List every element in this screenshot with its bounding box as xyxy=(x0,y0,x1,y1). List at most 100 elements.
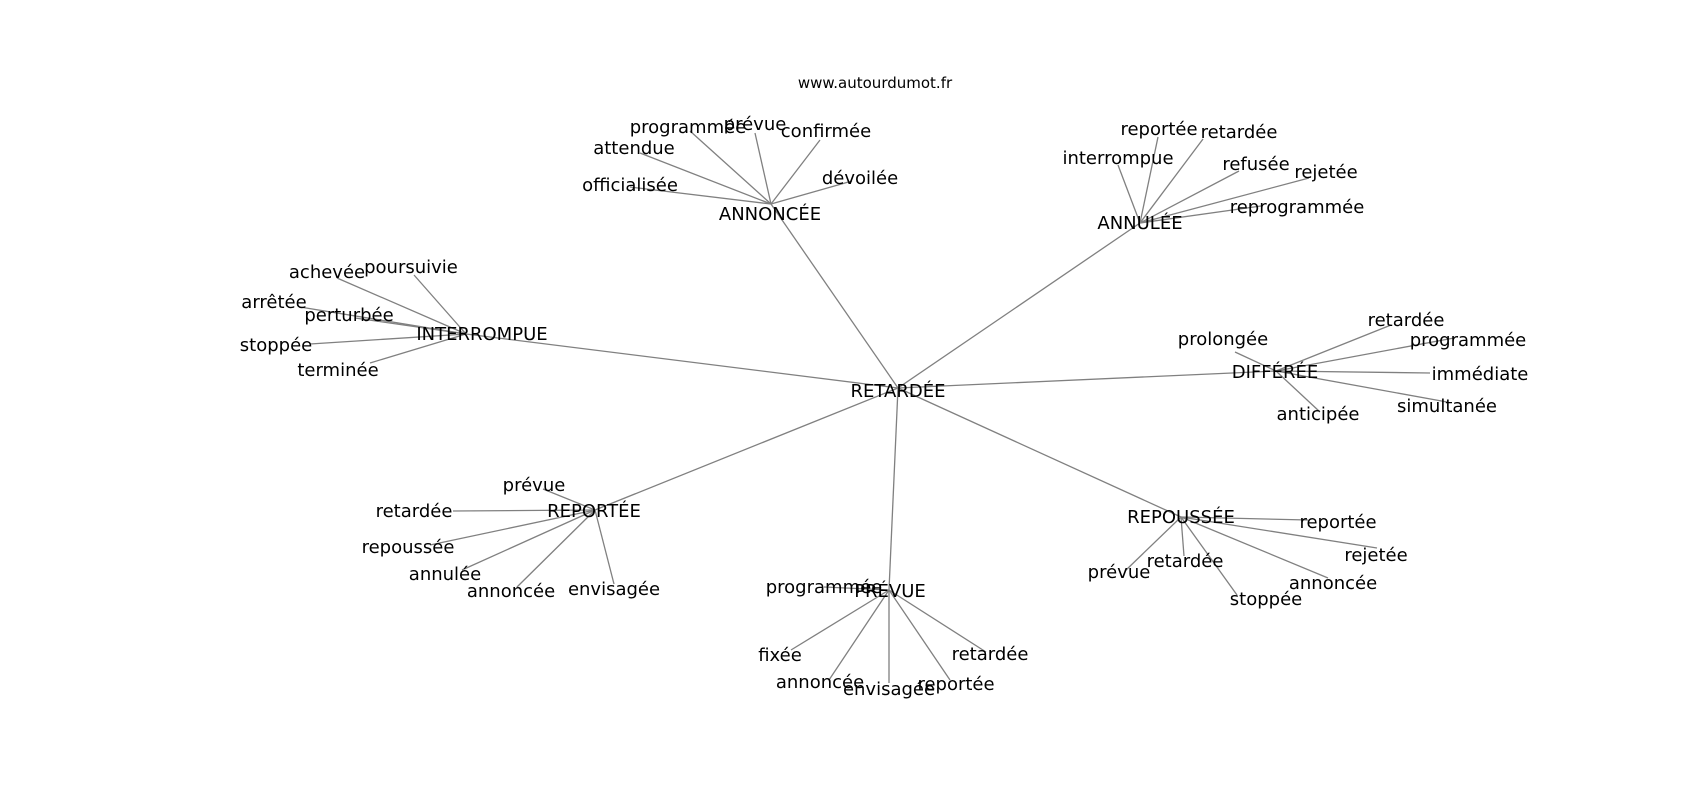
word-node-interrompue-perturbee[interactable]: perturbée xyxy=(304,305,393,326)
edge-interrompue-stoppee xyxy=(309,333,467,345)
edge-reportee-annoncee xyxy=(516,509,596,588)
edge-annoncee-officialisee xyxy=(629,186,772,205)
word-node-annoncee-devoilee[interactable]: dévoilée xyxy=(822,168,898,189)
edge-reportee-prevue xyxy=(542,488,596,511)
edge-annulee-refusee xyxy=(1139,170,1240,224)
edge-reportee-annulee xyxy=(461,509,596,571)
edge-annoncee-programmee xyxy=(689,130,772,205)
word-node-annulee[interactable]: ANNULÉE xyxy=(1097,212,1182,234)
word-node-prevue-programmee[interactable]: programmée xyxy=(766,577,883,598)
edge-annoncee-attendue xyxy=(639,152,772,205)
word-node-annoncee-programmee[interactable]: programmée xyxy=(630,117,747,138)
word-node-annulee-refusee[interactable]: refusée xyxy=(1222,154,1289,175)
word-node-differee-immediate[interactable]: immédiate xyxy=(1432,364,1529,385)
word-node-annulee-reportee[interactable]: reportée xyxy=(1120,119,1197,140)
edge-repoussee-reportee xyxy=(1180,516,1309,521)
word-node-reportee-annoncee[interactable]: annoncée xyxy=(467,581,555,602)
word-node-differee-retardee[interactable]: retardée xyxy=(1368,310,1445,331)
word-node-annulee-interrompue[interactable]: interrompue xyxy=(1062,148,1173,169)
site-watermark: www.autourdumot.fr xyxy=(798,74,953,92)
word-node-annulee-retardee[interactable]: retardée xyxy=(1201,122,1278,143)
edge-differee-anticipee xyxy=(1275,370,1321,413)
word-node-annoncee-attendue[interactable]: attendue xyxy=(593,138,675,159)
word-node-annoncee-officialisee[interactable]: officialisée xyxy=(582,175,678,196)
edge-annoncee-devoilee xyxy=(770,180,853,205)
word-node-differee-simultanee[interactable]: simultanée xyxy=(1397,396,1497,417)
edge-annoncee-prevue xyxy=(754,132,772,205)
labels-layer: RETARDÉEANNONCÉEprogramméeprévueconfirmé… xyxy=(240,114,1529,700)
edge-reportee-repoussee xyxy=(429,509,596,546)
edge-interrompue-terminee xyxy=(369,333,467,364)
edge-prevue-annoncee xyxy=(828,589,890,681)
edge-annulee-reportee xyxy=(1139,136,1159,224)
word-node-interrompue-poursuivie[interactable]: poursuivie xyxy=(364,257,458,278)
edge-prevue-fixee xyxy=(790,589,890,651)
word-node-differee-anticipee[interactable]: anticipée xyxy=(1277,404,1360,425)
edge-annulee-rejetee xyxy=(1139,177,1310,224)
word-node-repoussee[interactable]: REPOUSSÉE xyxy=(1127,506,1235,528)
edge-annulee-interrompue xyxy=(1117,164,1141,224)
edge-prevue-reportee xyxy=(888,589,951,681)
word-node-prevue-reportee[interactable]: reportée xyxy=(917,674,994,695)
word-node-differee-prolongee[interactable]: prolongée xyxy=(1178,329,1268,350)
edge-center-interrompue xyxy=(465,333,899,389)
word-node-prevue-envisagee[interactable]: envisagée xyxy=(843,679,935,700)
word-node-repoussee-reportee[interactable]: reportée xyxy=(1299,512,1376,533)
edge-annoncee-confirmee xyxy=(770,139,821,205)
edge-reportee-envisagee xyxy=(594,509,615,585)
edge-interrompue-poursuivie xyxy=(413,274,467,335)
word-node-annulee-reprogrammee[interactable]: reprogrammée xyxy=(1230,197,1365,218)
edge-annulee-retardee xyxy=(1139,138,1204,224)
edge-differee-prolongee xyxy=(1234,351,1277,372)
word-node-prevue-annoncee[interactable]: annoncée xyxy=(776,672,864,693)
word-node-interrompue-terminee[interactable]: terminée xyxy=(297,360,378,381)
edge-center-repoussee xyxy=(897,387,1182,518)
edge-repoussee-rejetee xyxy=(1180,516,1378,549)
edge-differee-simultanee xyxy=(1275,370,1448,403)
word-node-repoussee-prevue[interactable]: prévue xyxy=(1088,562,1151,583)
edges-layer xyxy=(299,130,1455,683)
edge-differee-retardee xyxy=(1275,324,1392,372)
word-node-interrompue-stoppee[interactable]: stoppée xyxy=(240,335,312,356)
word-node-reportee-annulee[interactable]: annulée xyxy=(409,564,481,585)
edge-repoussee-retardee xyxy=(1180,516,1185,557)
edge-center-differee xyxy=(897,370,1277,389)
word-node-reportee-repoussee[interactable]: repoussée xyxy=(362,537,455,558)
edge-prevue-retardee xyxy=(888,589,987,653)
word-node-differee[interactable]: DIFFÉRÉE xyxy=(1232,361,1319,383)
edge-center-prevue xyxy=(888,387,899,591)
word-node-reportee-envisagee[interactable]: envisagée xyxy=(568,579,660,600)
edge-interrompue-perturbee xyxy=(354,317,467,335)
word-node-repoussee-stoppee[interactable]: stoppée xyxy=(1230,589,1302,610)
word-node-retardee[interactable]: RETARDÉE xyxy=(851,380,946,402)
edge-center-reportee xyxy=(594,387,899,511)
edge-repoussee-prevue xyxy=(1124,516,1182,572)
word-node-repoussee-retardee[interactable]: retardée xyxy=(1147,551,1224,572)
edge-reportee-retardee xyxy=(452,509,596,512)
word-node-prevue-retardee[interactable]: retardée xyxy=(952,644,1029,665)
word-node-interrompue-arretee[interactable]: arrêtée xyxy=(241,292,306,313)
word-node-annoncee-prevue[interactable]: prévue xyxy=(724,114,787,135)
word-node-interrompue[interactable]: INTERROMPUE xyxy=(416,324,547,345)
word-node-reportee-prevue[interactable]: prévue xyxy=(503,475,566,496)
edge-differee-immediate xyxy=(1275,370,1431,374)
edge-center-annoncee xyxy=(770,203,899,389)
word-node-differee-programmee[interactable]: programmée xyxy=(1410,330,1527,351)
word-node-annoncee-confirmee[interactable]: confirmée xyxy=(781,121,871,142)
edge-repoussee-annoncee xyxy=(1180,516,1329,579)
edge-annulee-reprogrammee xyxy=(1139,205,1262,224)
word-node-reportee[interactable]: REPORTÉE xyxy=(547,500,641,522)
word-node-annulee-rejetee[interactable]: rejetée xyxy=(1294,162,1357,183)
word-node-repoussee-annoncee[interactable]: annoncée xyxy=(1289,573,1377,594)
word-node-repoussee-rejetee[interactable]: rejetée xyxy=(1344,545,1407,566)
word-node-prevue-fixee[interactable]: fixée xyxy=(758,645,802,666)
edge-repoussee-stoppee xyxy=(1180,516,1238,596)
edge-differee-programmee xyxy=(1275,337,1455,372)
word-node-annoncee[interactable]: ANNONCÉE xyxy=(719,203,821,225)
edge-center-annulee xyxy=(897,222,1141,389)
word-node-interrompue-achevee[interactable]: achevée xyxy=(289,262,365,283)
edge-prevue-programmee xyxy=(823,586,890,591)
word-node-reportee-retardee[interactable]: retardée xyxy=(376,501,453,522)
word-node-prevue[interactable]: PRÉVUE xyxy=(854,580,926,602)
